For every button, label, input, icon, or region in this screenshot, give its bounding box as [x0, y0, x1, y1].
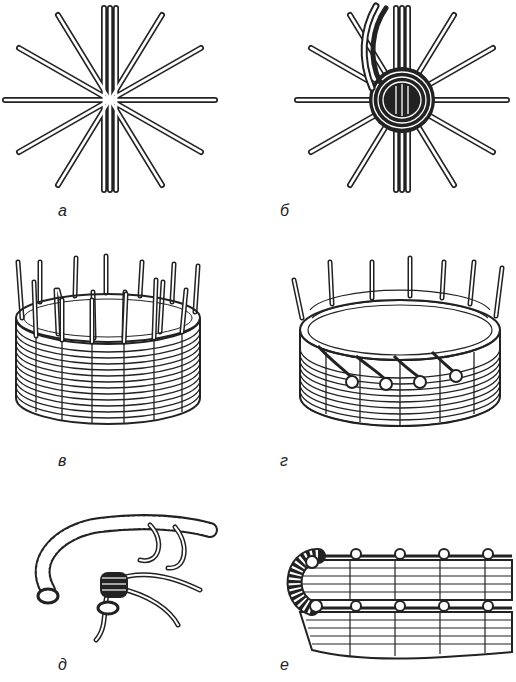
panel-letter: г — [278, 452, 290, 470]
panel-letter: е — [278, 656, 291, 674]
panel-letter: д — [56, 656, 69, 674]
panel-letter: а — [56, 202, 69, 220]
panel-letter: в — [56, 452, 68, 470]
panel-letter: б — [278, 202, 291, 220]
